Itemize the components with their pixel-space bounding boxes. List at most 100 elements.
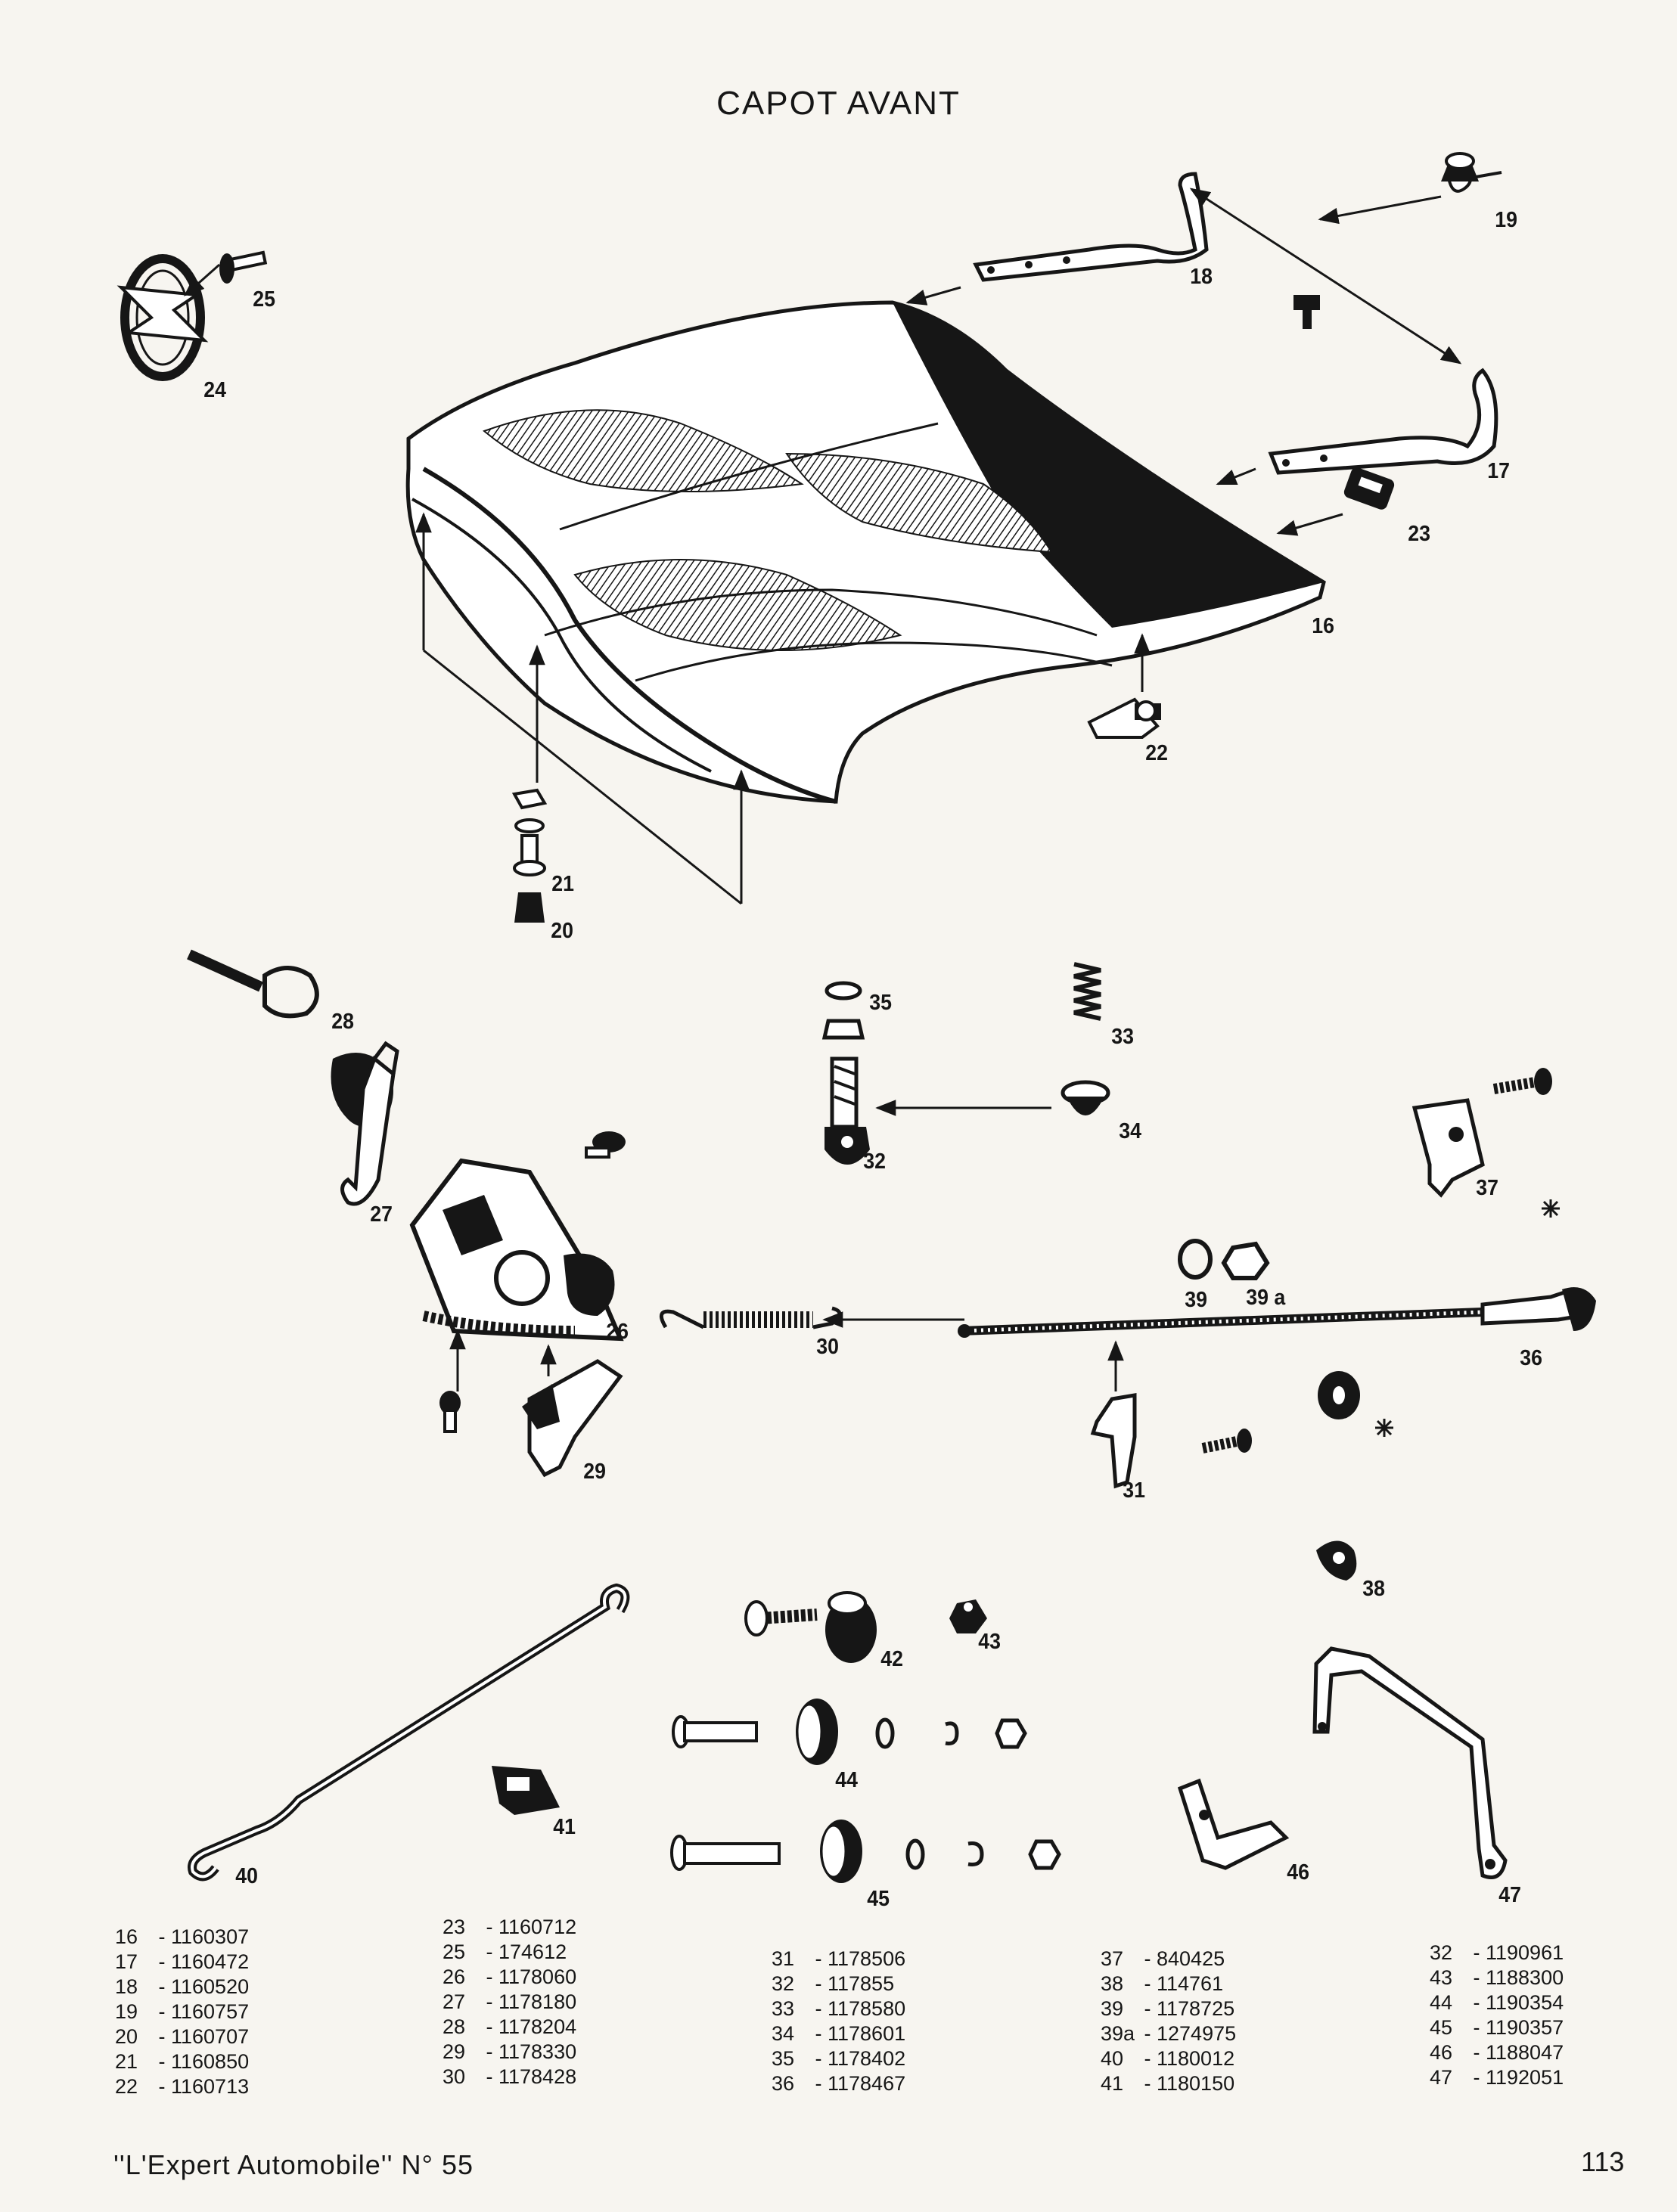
separator-dash: - <box>1467 2066 1486 2089</box>
part-ref: 20 <box>115 2025 138 2048</box>
parts-row: 22 - 1160713 <box>115 2074 249 2099</box>
callout-21: 21 <box>551 872 574 896</box>
parts-row: 20 - 1160707 <box>115 2024 249 2049</box>
part-ref: 28 <box>443 2015 466 2038</box>
separator-dash: - <box>1138 1997 1157 2020</box>
separator-dash: - <box>153 1925 171 1948</box>
callout-37: 37 <box>1476 1176 1498 1200</box>
part-number: 1178330 <box>498 2040 577 2063</box>
star-mark-37 <box>1542 1199 1560 1218</box>
separator-dash: - <box>153 2000 171 2023</box>
page-title: CAPOT AVANT <box>716 85 961 122</box>
bolt-near-18 <box>1293 295 1320 329</box>
buffer-44 <box>796 1699 838 1765</box>
callout-44: 44 <box>835 1768 858 1792</box>
part-ref: 36 <box>772 2072 795 2095</box>
callout-42: 42 <box>880 1647 903 1671</box>
screw-near-31 <box>1201 1429 1252 1453</box>
safety-hook-29 <box>522 1359 623 1478</box>
cable-clip-38 <box>1316 1540 1357 1581</box>
separator-dash: - <box>1467 1941 1486 1964</box>
bolt-44 <box>672 1715 758 1748</box>
hood-emblem-24 <box>116 254 209 381</box>
callout-20: 20 <box>551 919 573 943</box>
rod-clip-41 <box>492 1766 560 1815</box>
star-mark-grommet <box>1375 1419 1393 1437</box>
lockwasher-45 <box>967 1841 984 1866</box>
lock-pin-32 <box>825 1056 870 1165</box>
parts-row: 25 - 174612 <box>443 1940 576 1965</box>
parts-row: 31 - 1178506 <box>772 1947 905 1972</box>
callout-24: 24 <box>203 378 226 402</box>
part-number: 114761 <box>1157 1972 1224 1995</box>
parts-row: 41 - 1180150 <box>1101 2071 1236 2096</box>
callout-45: 45 <box>867 1887 890 1911</box>
part-number: 1274975 <box>1157 2022 1237 2045</box>
part-ref: 39 <box>1101 1997 1124 2020</box>
small-bolt-lower <box>439 1391 461 1433</box>
nut-44 <box>995 1718 1027 1749</box>
callout-40: 40 <box>235 1864 258 1888</box>
part-ref: 25 <box>443 1941 466 1963</box>
bracket-46 <box>1177 1778 1290 1870</box>
small-bolt-upper <box>585 1131 626 1159</box>
hood-lock-assembly-26 <box>409 1158 624 1342</box>
part-ref: 32 <box>1430 1941 1453 1964</box>
separator-dash: - <box>809 1947 828 1970</box>
parts-row: 43 - 1188300 <box>1430 1965 1564 1990</box>
part-number: 1160707 <box>171 2025 250 2048</box>
part-number: 117855 <box>828 1972 895 1995</box>
callout-36: 36 <box>1520 1346 1542 1370</box>
part-number: 1178467 <box>828 2072 906 2095</box>
separator-dash: - <box>480 2015 498 2038</box>
cable-clip-31 <box>1090 1393 1137 1489</box>
parts-row: 19 - 1160757 <box>115 1999 249 2024</box>
separator-dash: - <box>1467 1991 1486 2014</box>
separator-dash: - <box>480 1941 498 1963</box>
hood-prop-rod-40 <box>188 1583 630 1882</box>
separator-dash: - <box>480 1990 498 2013</box>
callout-28: 28 <box>331 1010 354 1034</box>
callout-23: 23 <box>1408 522 1430 546</box>
part-ref: 47 <box>1430 2066 1453 2089</box>
part-number: 1192051 <box>1486 2066 1564 2089</box>
separator-dash: - <box>1138 2047 1157 2070</box>
part-number: 1188047 <box>1486 2041 1564 2064</box>
washer-39 <box>1178 1239 1213 1280</box>
parts-row: 23 - 1160712 <box>443 1915 576 1940</box>
part-ref: 31 <box>772 1947 795 1970</box>
separator-dash: - <box>153 1975 171 1998</box>
separator-dash: - <box>1467 2041 1486 2064</box>
part-ref: 29 <box>443 2040 466 2063</box>
part-ref: 35 <box>772 2047 795 2070</box>
part-number: 1178402 <box>828 2047 906 2070</box>
bracket-37 <box>1411 1098 1485 1198</box>
separator-dash: - <box>153 1950 171 1973</box>
parts-row: 29 - 1178330 <box>443 2040 576 2065</box>
part-ref: 34 <box>772 2022 795 2045</box>
parts-row: 18 - 1160520 <box>115 1975 249 1999</box>
callout-41: 41 <box>553 1815 576 1839</box>
part-number: 1160713 <box>171 2075 250 2098</box>
part-ref: 27 <box>443 1990 466 2013</box>
separator-dash: - <box>153 2025 171 2048</box>
hood-support-rod-18 <box>973 172 1209 282</box>
callout-46: 46 <box>1287 1860 1309 1885</box>
spring-cup-34 <box>1061 1080 1110 1115</box>
hood-support-rod-17 <box>1268 368 1498 475</box>
hood-panel <box>405 300 1326 804</box>
part-number: 1180012 <box>1157 2047 1235 2070</box>
publication-footer: ''L'Expert Automobile'' N° 55 <box>113 2149 474 2180</box>
part-number: 1178580 <box>828 1997 906 2020</box>
callout-25: 25 <box>253 287 275 312</box>
part-ref: 16 <box>115 1925 138 1948</box>
washer-nut-35 <box>821 981 865 1040</box>
part-ref: 39a <box>1101 2022 1135 2045</box>
part-ref: 43 <box>1430 1966 1453 1989</box>
part-ref: 46 <box>1430 2041 1453 2064</box>
parts-row: 17 - 1160472 <box>115 1950 249 1975</box>
part-number: 1178060 <box>498 1965 577 1988</box>
parts-row: 39a - 1274975 <box>1101 2021 1236 2046</box>
nut-stack-20-21 <box>511 788 548 923</box>
